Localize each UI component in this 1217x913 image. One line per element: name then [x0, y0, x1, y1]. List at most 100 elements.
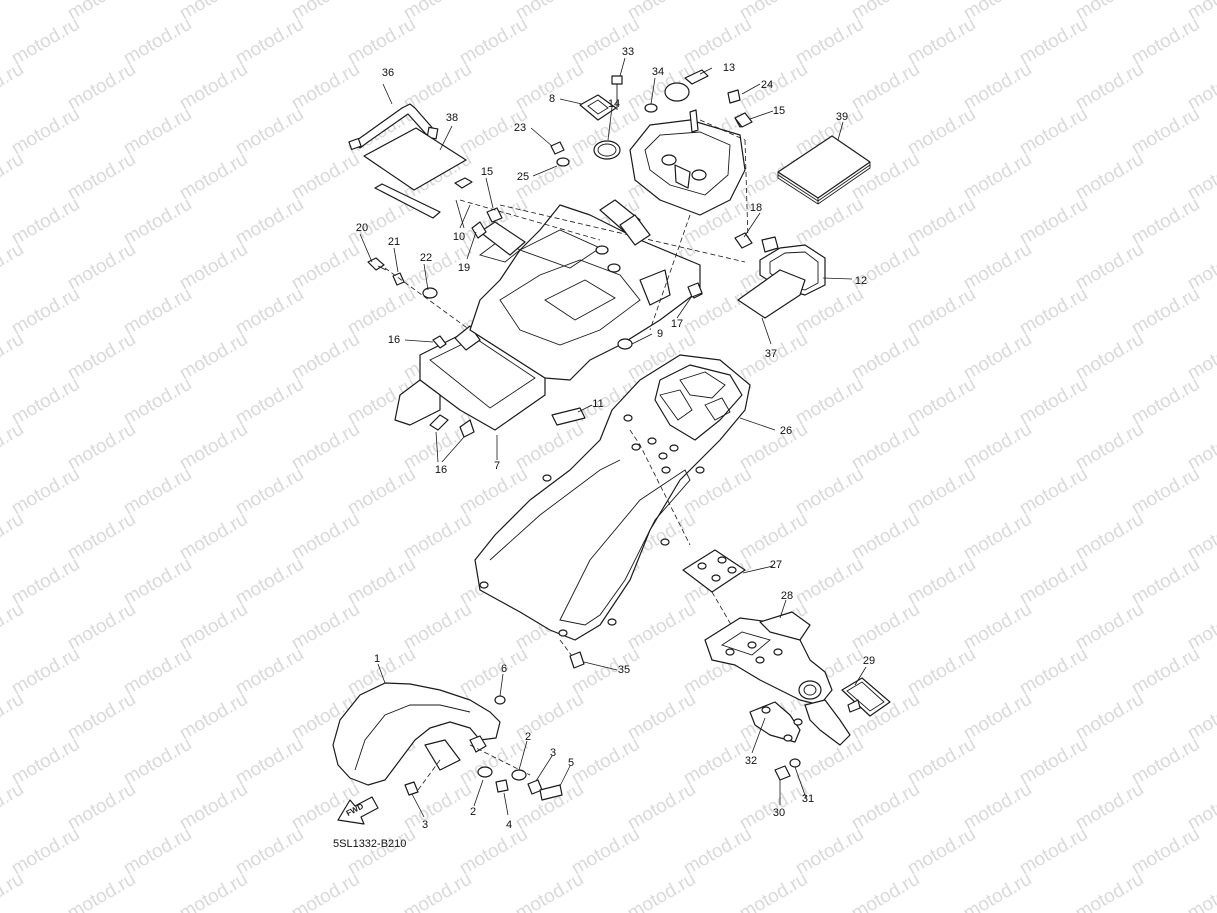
watermark-text: motod.ru — [120, 644, 195, 700]
callout-16b: 16 — [435, 464, 447, 476]
watermark-text: motod.ru — [288, 59, 363, 115]
watermark-text: motod.ru — [288, 869, 363, 913]
watermark-text: motod.ru — [0, 0, 27, 24]
watermark-text: motod.ru — [1072, 59, 1147, 115]
watermark-text: motod.ru — [232, 824, 307, 880]
watermark-text: motod.ru — [120, 464, 195, 520]
watermark-text: motod.ru — [120, 374, 195, 430]
watermark-text: motod.ru — [512, 59, 587, 115]
watermark-text: motod.ru — [288, 239, 363, 295]
watermark-text: motod.ru — [848, 599, 923, 655]
callout-33: 33 — [622, 46, 634, 58]
watermark-text: motod.ru — [288, 149, 363, 205]
watermark-text: motod.ru — [1016, 14, 1091, 70]
callout-4: 4 — [506, 819, 512, 831]
watermark-text: motod.ru — [512, 869, 587, 913]
watermark-text: motod.ru — [792, 734, 867, 790]
callout-25: 25 — [517, 171, 529, 183]
watermark-text: motod.ru — [176, 59, 251, 115]
callout-31: 31 — [802, 793, 814, 805]
watermark-text: motod.ru — [624, 779, 699, 835]
callout-labels: 1 2 2 3 3 4 5 6 7 8 9 10 11 12 13 14 15 … — [333, 46, 875, 850]
watermark-text: motod.ru — [232, 194, 307, 250]
watermark-text: motod.ru — [1072, 239, 1147, 295]
watermark-text: motod.ru — [568, 14, 643, 70]
watermark-text: motod.ru — [0, 149, 27, 205]
watermark-text: motod.ru — [456, 644, 531, 700]
watermark-text: motod.ru — [344, 284, 419, 340]
watermark-text: motod.ru — [904, 14, 979, 70]
watermark-text: motod.ru — [1128, 374, 1203, 430]
watermark-text: motod.ru — [8, 194, 83, 250]
callout-2a: 2 — [525, 731, 531, 743]
watermark-text: motod.ru — [120, 554, 195, 610]
watermark-text: motod.ru — [904, 824, 979, 880]
watermark-text: motod.ru — [904, 644, 979, 700]
callout-17: 17 — [671, 318, 683, 330]
watermark-text: motod.ru — [1128, 644, 1203, 700]
watermark-text: motod.ru — [960, 869, 1035, 913]
watermark-text: motod.ru — [736, 869, 811, 913]
watermark-text: motod.ru — [1128, 824, 1203, 880]
watermark-text: motod.ru — [232, 734, 307, 790]
watermark-text: motod.ru — [736, 419, 811, 475]
watermark-text: motod.ru — [232, 464, 307, 520]
callout-37: 37 — [765, 348, 777, 360]
watermark-text: motod.ru — [624, 689, 699, 745]
watermark-text: motod.ru — [8, 734, 83, 790]
watermark-text: motod.ru — [176, 689, 251, 745]
watermark-text: motod.ru — [176, 869, 251, 913]
watermark-text: motod.ru — [1128, 14, 1203, 70]
callout-26: 26 — [780, 425, 792, 437]
callout-3b: 3 — [422, 819, 428, 831]
watermark-text: motod.ru — [8, 824, 83, 880]
watermark-text: motod.ru — [456, 824, 531, 880]
watermark-text: motod.ru — [344, 824, 419, 880]
watermark-text: motod.ru — [288, 599, 363, 655]
watermark-text: motod.ru — [64, 869, 139, 913]
watermark-text: motod.ru — [0, 689, 27, 745]
watermark-text: motod.ru — [8, 464, 83, 520]
callout-29: 29 — [863, 655, 875, 667]
watermark-text: motod.ru — [64, 329, 139, 385]
watermark-text: motod.ru — [1128, 194, 1203, 250]
watermark-text: motod.ru — [1128, 554, 1203, 610]
watermark-text: motod.ru — [0, 239, 27, 295]
watermark-text: motod.ru — [960, 419, 1035, 475]
watermark-text: motod.ru — [792, 374, 867, 430]
watermark-text: motod.ru — [288, 329, 363, 385]
watermark-text: motod.ru — [1016, 374, 1091, 430]
watermark-text: motod.ru — [792, 554, 867, 610]
watermark-text: motod.ru — [792, 824, 867, 880]
watermark-text: motod.ru — [1016, 194, 1091, 250]
watermark-text: motod.ru — [624, 599, 699, 655]
callout-15b: 15 — [773, 105, 785, 117]
watermark-text: motod.ru — [960, 779, 1035, 835]
callout-24: 24 — [761, 79, 773, 91]
callout-36: 36 — [382, 67, 394, 79]
callout-21: 21 — [388, 236, 400, 248]
callout-3a: 3 — [550, 747, 556, 759]
callout-23: 23 — [514, 122, 526, 134]
watermark-text: motod.ru — [232, 284, 307, 340]
watermark-text: motod.ru — [64, 59, 139, 115]
callout-22: 22 — [420, 252, 432, 264]
watermark-text: motod.ru — [0, 509, 27, 565]
watermark-text: motod.ru — [456, 14, 531, 70]
watermark-text: motod.ru — [8, 644, 83, 700]
watermark-text: motod.ru — [344, 14, 419, 70]
callout-30: 30 — [773, 807, 785, 819]
watermark-text: motod.ru — [176, 149, 251, 205]
watermark-text: motod.ru — [680, 464, 755, 520]
watermark-text: motod.ru — [1128, 104, 1203, 160]
watermark-text: motod.ru — [1016, 464, 1091, 520]
callout-12: 12 — [855, 275, 867, 287]
watermark-text: motod.ru — [792, 194, 867, 250]
callout-32: 32 — [745, 755, 757, 767]
callout-18: 18 — [750, 202, 762, 214]
callout-34: 34 — [652, 66, 664, 78]
watermark-text: motod.ru — [288, 509, 363, 565]
callout-1: 1 — [374, 653, 380, 665]
watermark-text: motod.ru — [64, 689, 139, 745]
watermark-text: motod.ru — [960, 509, 1035, 565]
